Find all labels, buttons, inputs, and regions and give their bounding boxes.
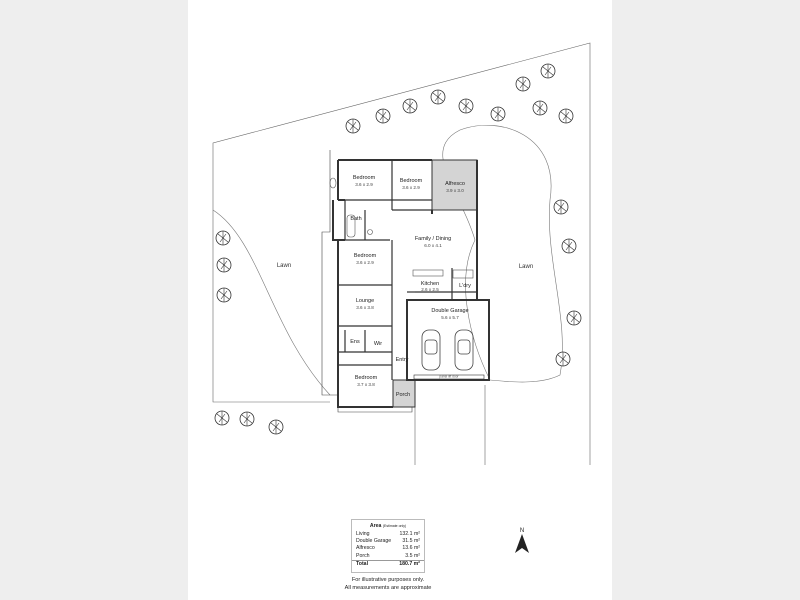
ldry-label: L'dry bbox=[459, 283, 471, 289]
alfresco-area bbox=[431, 159, 478, 211]
kitchen-bench bbox=[412, 269, 444, 277]
kitchen-label: Kitchen bbox=[421, 281, 439, 287]
car-icon bbox=[421, 329, 441, 371]
bedroom3-dims: 3.6 x 2.9 bbox=[356, 260, 374, 265]
area-row: Living 132.1 m² bbox=[352, 531, 424, 538]
bedroom4-label: Bedroom bbox=[355, 375, 378, 381]
area-total-label: Total bbox=[356, 560, 369, 567]
bedroom1-label: Bedroom bbox=[353, 175, 376, 181]
tree-icon bbox=[268, 419, 284, 435]
bedroom2-dims: 3.6 x 2.9 bbox=[402, 185, 420, 190]
family-dims: 6.0 x 4.1 bbox=[424, 243, 442, 248]
toilet bbox=[367, 229, 373, 235]
tree-icon bbox=[558, 108, 574, 124]
area-row-label: Alfresco bbox=[356, 545, 375, 552]
garage-door bbox=[413, 374, 485, 380]
area-title-note: (Estimate only) bbox=[382, 524, 407, 528]
garden-bed-right bbox=[442, 124, 563, 383]
disclaimer-line-2: All measurements are approximate bbox=[344, 585, 432, 591]
area-total-row: Total 180.7 m² bbox=[352, 559, 424, 568]
entry-label: Entry bbox=[396, 357, 409, 363]
laundry-bench bbox=[452, 269, 474, 279]
porch-area bbox=[392, 379, 416, 408]
bedroom4-dims: 3.7 x 3.8 bbox=[357, 382, 375, 387]
tree-icon bbox=[216, 287, 232, 303]
lounge-label: Lounge bbox=[356, 298, 374, 304]
bathtub bbox=[346, 214, 356, 238]
car-icon bbox=[454, 329, 474, 371]
north-arrow-icon: N bbox=[515, 528, 529, 553]
left-margin-band bbox=[0, 0, 188, 600]
area-row-label: Porch bbox=[356, 552, 370, 559]
walls bbox=[332, 159, 490, 408]
area-row-value: 31.5 m² bbox=[402, 538, 420, 545]
area-title: Area (Estimate only) bbox=[352, 523, 424, 529]
basin bbox=[329, 177, 337, 189]
area-row-value: 13.6 m² bbox=[402, 545, 420, 552]
tree-icon bbox=[216, 257, 232, 273]
site-boundary bbox=[212, 42, 591, 465]
tree-icon bbox=[430, 89, 446, 105]
garage-label: Double Garage bbox=[431, 308, 468, 314]
area-row-label: Living bbox=[356, 531, 370, 537]
area-title-text: Area bbox=[369, 523, 382, 529]
alfresco-label: Alfresco bbox=[445, 181, 465, 187]
wir-label: Wir bbox=[374, 341, 382, 347]
garage-dims: 5.6 x 5.7 bbox=[441, 315, 459, 320]
tree-icon bbox=[458, 98, 474, 114]
tree-icon bbox=[490, 106, 506, 122]
family-label: Family / Dining bbox=[415, 236, 451, 242]
lawn-right-label: Lawn bbox=[519, 264, 533, 270]
tree-icon bbox=[215, 230, 231, 246]
area-row-value: 3.5 m² bbox=[405, 552, 420, 559]
area-row: Alfresco 13.6 m² bbox=[352, 545, 424, 552]
tree-icon bbox=[375, 108, 391, 124]
area-row: Double Garage 31.5 m² bbox=[352, 538, 424, 545]
tree-icon bbox=[553, 199, 569, 215]
bath-label: Bath bbox=[350, 216, 361, 222]
right-margin-band bbox=[612, 0, 800, 600]
tree-icon bbox=[214, 410, 230, 426]
bedroom2-label: Bedroom bbox=[400, 178, 423, 184]
tree-icon bbox=[566, 310, 582, 326]
tree-icon bbox=[561, 238, 577, 254]
tree-icon bbox=[532, 100, 548, 116]
garden-bed-left bbox=[212, 209, 331, 396]
alfresco-dims: 3.9 x 3.0 bbox=[446, 188, 464, 193]
tree-icon bbox=[239, 411, 255, 427]
disclaimer: For illustrative purposes only. All meas… bbox=[330, 576, 446, 592]
lawn-left-label: Lawn bbox=[277, 263, 291, 269]
tree-icon bbox=[402, 98, 418, 114]
lounge-dims: 3.6 x 3.8 bbox=[356, 305, 374, 310]
eaves-outline bbox=[321, 150, 415, 413]
area-total-value: 180.7 m² bbox=[399, 560, 420, 567]
porch-label: Porch bbox=[396, 392, 410, 398]
garage-door-label: panel lift door bbox=[439, 375, 459, 379]
disclaimer-line-1: For illustrative purposes only. bbox=[351, 577, 425, 583]
area-row: Porch 3.5 m² bbox=[352, 553, 424, 560]
tree-icon bbox=[540, 63, 556, 79]
bedroom1-dims: 3.6 x 2.9 bbox=[355, 182, 373, 187]
tree-icon bbox=[345, 118, 361, 134]
tree-icon bbox=[515, 76, 531, 92]
ens-label: Ens bbox=[350, 339, 360, 345]
tree-icon bbox=[555, 351, 571, 367]
area-row-label: Double Garage bbox=[356, 538, 392, 545]
compass-label: N bbox=[520, 528, 524, 534]
trees bbox=[214, 63, 582, 435]
area-row-value: 132.1 m² bbox=[399, 531, 420, 537]
kitchen-dims: 2.6 x 2.5 bbox=[421, 287, 439, 292]
bedroom3-label: Bedroom bbox=[354, 253, 377, 259]
